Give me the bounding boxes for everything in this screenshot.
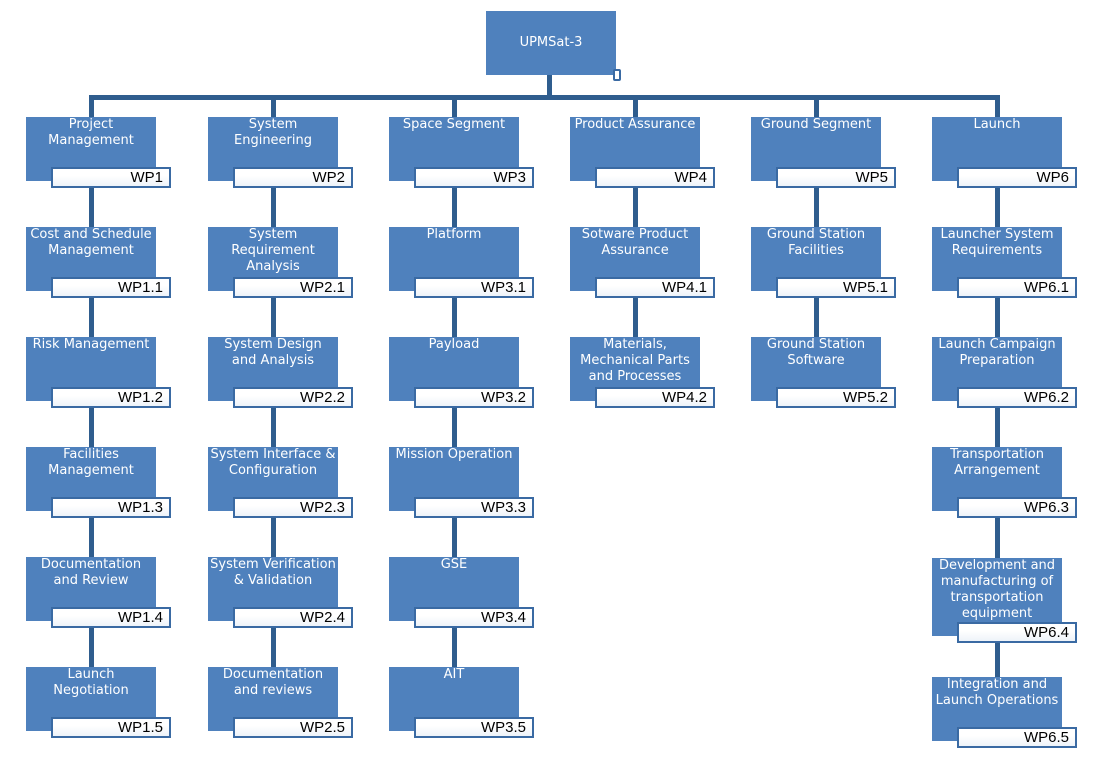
col4-drop-connector: [633, 95, 638, 117]
col6-group-wp-label: WP6: [957, 167, 1077, 188]
col2-task-wp-label: WP2.4: [233, 607, 353, 628]
col5-group-wp-label: WP5: [776, 167, 896, 188]
col3-group-wp-label: WP3: [414, 167, 534, 188]
root-node: UPMSat-3: [486, 11, 616, 75]
col2-spine-connector: [271, 137, 276, 687]
col4-task-wp-label: WP4.2: [595, 387, 715, 408]
col3-task-wp-label: WP3.3: [414, 497, 534, 518]
col6-task-wp-label: WP6.3: [957, 497, 1077, 518]
col1-task-wp-label: WP1.1: [51, 277, 171, 298]
col5-task-wp-label: WP5.2: [776, 387, 896, 408]
col1-task-wp-label: WP1.5: [51, 717, 171, 738]
col1-task-wp-label: WP1.4: [51, 607, 171, 628]
root-stem-connector: [547, 75, 552, 100]
top-bus-connector: [89, 95, 1000, 100]
col2-task-wp-label: WP2.3: [233, 497, 353, 518]
col3-task-wp-label: WP3.4: [414, 607, 534, 628]
col6-task-wp-label: WP6.5: [957, 727, 1077, 748]
col6-task-wp-label: WP6.2: [957, 387, 1077, 408]
col1-task-wp-label: WP1.3: [51, 497, 171, 518]
root-connector-handle: [613, 69, 621, 81]
col6-task-wp-label: WP6.1: [957, 277, 1077, 298]
col3-spine-connector: [452, 137, 457, 687]
col3-task-wp-label: WP3.5: [414, 717, 534, 738]
col5-task-wp-label: WP5.1: [776, 277, 896, 298]
col6-drop-connector: [995, 95, 1000, 117]
col4-group-wp-label: WP4: [595, 167, 715, 188]
col5-drop-connector: [814, 95, 819, 117]
col2-task-wp-label: WP2.2: [233, 387, 353, 408]
col2-group-wp-label: WP2: [233, 167, 353, 188]
col1-group-wp-label: WP1: [51, 167, 171, 188]
col2-task-wp-label: WP2.1: [233, 277, 353, 298]
col1-drop-connector: [89, 95, 94, 117]
col3-task-wp-label: WP3.2: [414, 387, 534, 408]
col1-task-wp-label: WP1.2: [51, 387, 171, 408]
col4-task-wp-label: WP4.1: [595, 277, 715, 298]
col6-spine-connector: [995, 137, 1000, 697]
col1-spine-connector: [89, 137, 94, 687]
col3-task-wp-label: WP3.1: [414, 277, 534, 298]
col2-drop-connector: [271, 95, 276, 117]
col6-task-node: Launcher System Requirements: [932, 227, 1062, 291]
col1-task-node: Facilities Management: [26, 447, 156, 511]
col2-task-wp-label: WP2.5: [233, 717, 353, 738]
col3-drop-connector: [452, 95, 457, 117]
col6-task-wp-label: WP6.4: [957, 622, 1077, 643]
